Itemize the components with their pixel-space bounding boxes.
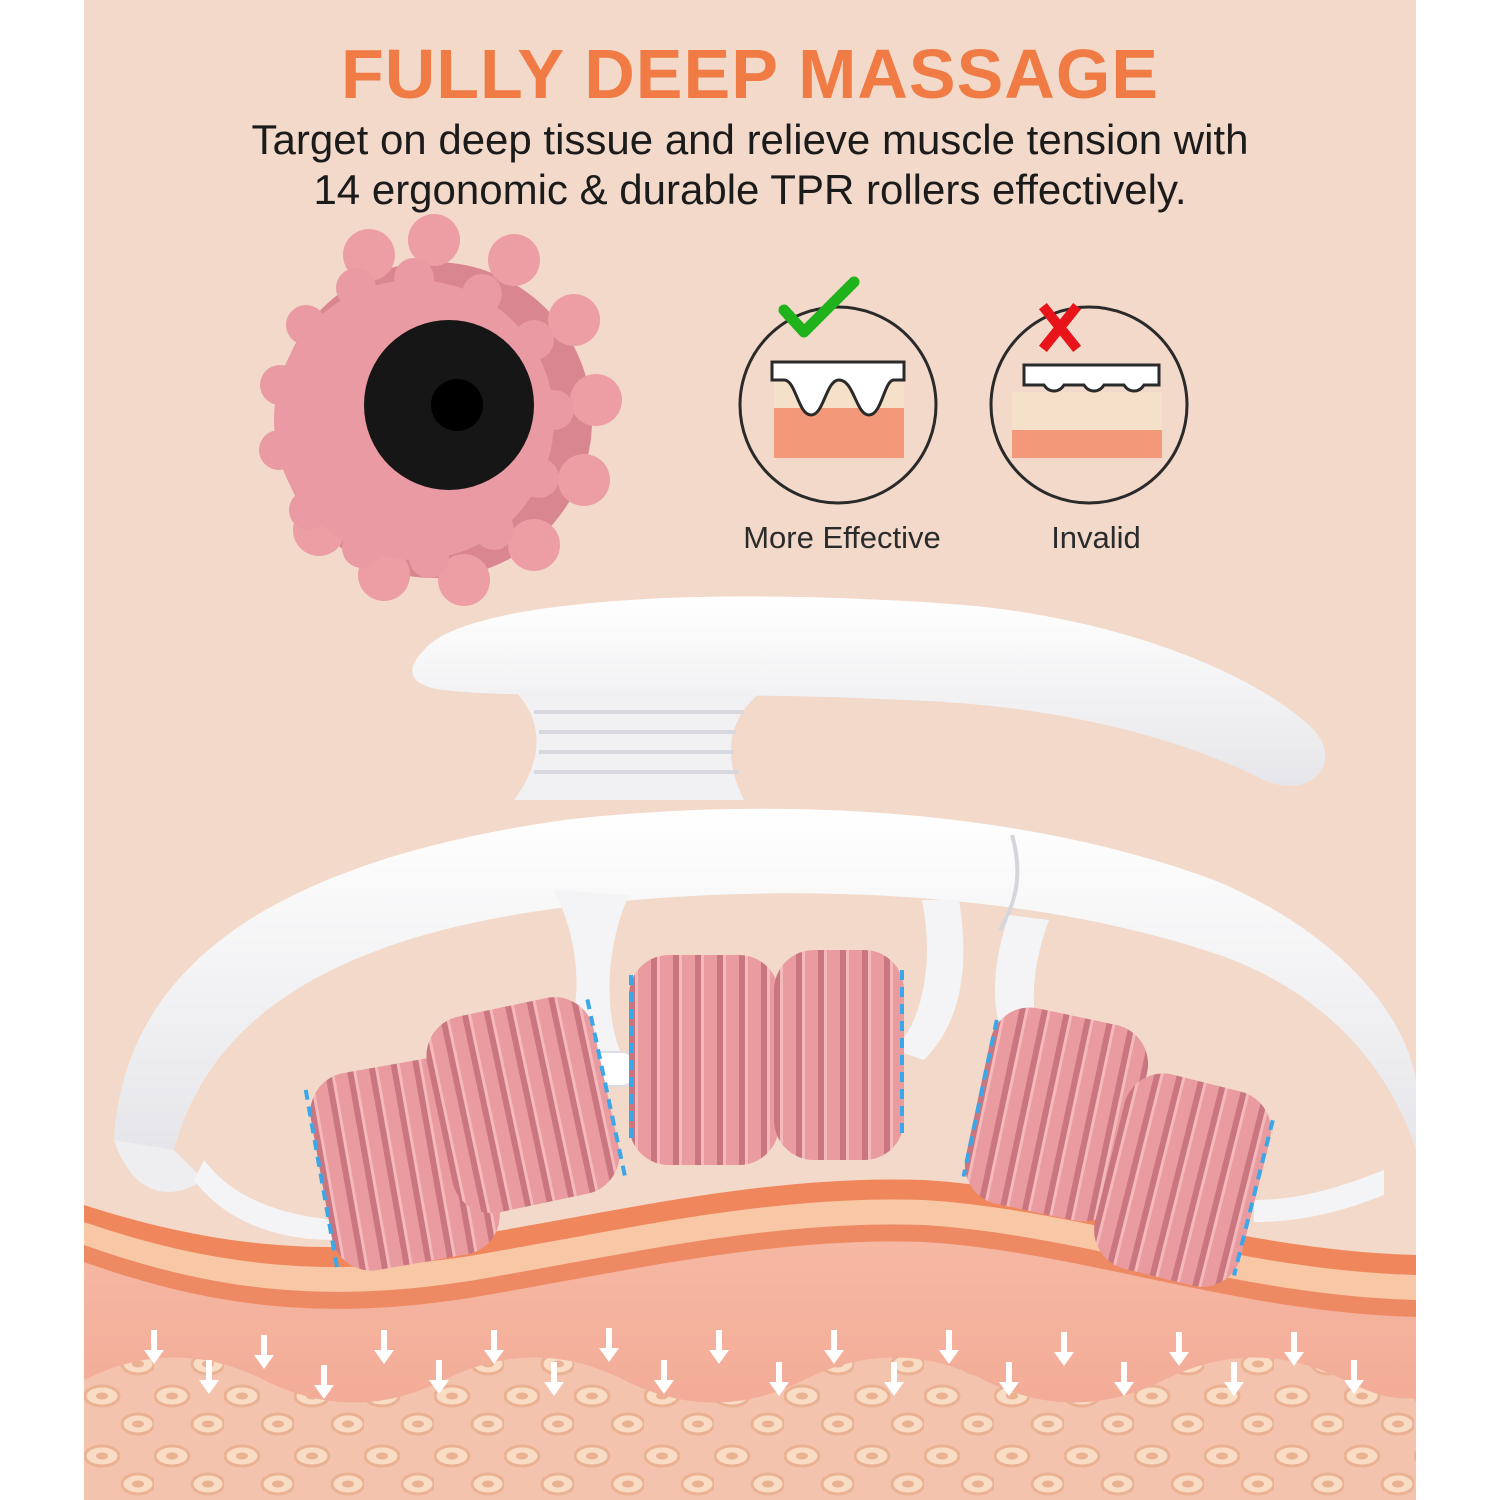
roller-middle-2 <box>774 950 904 1160</box>
roller-left-2 <box>426 997 627 1214</box>
massager-handle <box>114 596 1416 1240</box>
checkmark-icon <box>778 276 860 338</box>
description-line-1: Target on deep tissue and relieve muscle… <box>251 116 1249 163</box>
label-invalid: Invalid <box>1051 520 1141 555</box>
roller-wheel-closeup <box>259 214 622 606</box>
x-mark-icon <box>1038 302 1082 353</box>
roller-right-2 <box>1094 1073 1275 1287</box>
headline: FULLY DEEP MASSAGE <box>340 35 1159 113</box>
comparison-effective-diagram <box>738 276 938 505</box>
rollers <box>303 950 1275 1287</box>
label-more-effective: More Effective <box>743 520 941 555</box>
comparison-invalid-diagram <box>989 302 1189 505</box>
illustration-scene <box>84 214 1416 1500</box>
description-line-2: 14 ergonomic & durable TPR rollers effec… <box>313 166 1187 213</box>
product-panel: FULLY DEEP MASSAGE Target on deep tissue… <box>84 0 1416 1500</box>
pressure-arrows <box>144 1328 1364 1399</box>
roller-right-1 <box>961 1007 1149 1222</box>
skin-cross-section <box>84 1179 1416 1500</box>
roller-middle-1 <box>629 955 779 1165</box>
